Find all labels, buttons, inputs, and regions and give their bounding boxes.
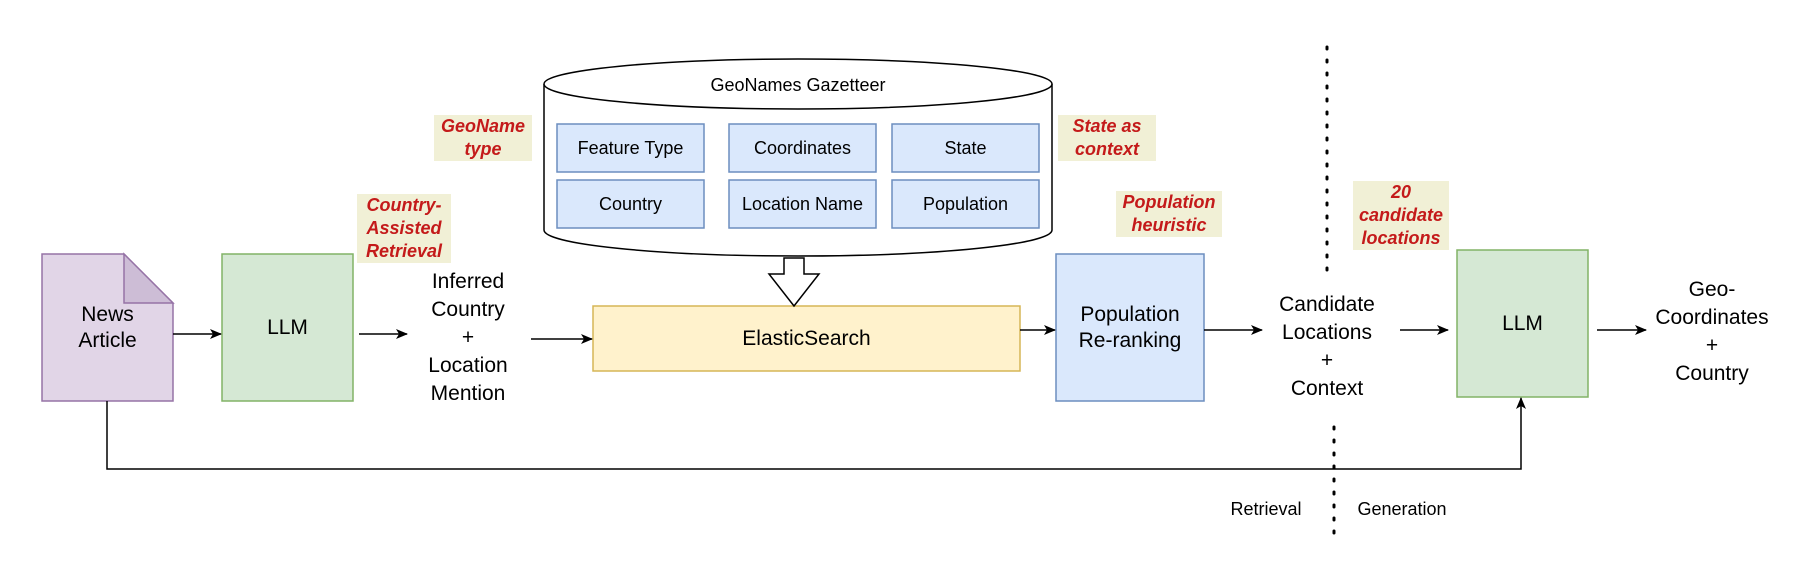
annotation-country-assisted-retrieval: Country- Assisted Retrieval — [357, 194, 451, 263]
field-cell-country — [556, 179, 705, 229]
inferred-country-location-label: Inferred Country + Location Mention — [428, 269, 508, 405]
field-state: State — [944, 137, 987, 158]
field-cell-state — [891, 123, 1040, 173]
elasticsearch-box — [592, 305, 1021, 372]
llm-box-1 — [221, 253, 354, 402]
annotation-state-as-context: State as context — [1058, 115, 1156, 161]
annotation-geoname-type: GeoName type — [434, 115, 532, 161]
field-population: Population — [922, 193, 1009, 214]
population-reranking-box — [1055, 253, 1205, 402]
gazetteer-title: GeoNames Gazetteer — [710, 74, 886, 95]
field-country: Country — [598, 193, 663, 214]
news-article-label: News Article — [78, 303, 137, 352]
field-coordinates: Coordinates — [753, 137, 852, 158]
gazetteer-down-arrow — [767, 257, 821, 308]
field-cell-population — [891, 179, 1040, 229]
stage-label-retrieval: Retrieval — [1230, 498, 1302, 519]
llm-label-1: LLM — [267, 315, 308, 339]
news-article-fold — [123, 252, 175, 304]
elasticsearch-label: ElasticSearch — [742, 326, 871, 350]
field-location-name: Location Name — [741, 193, 864, 214]
arrow-article-bypass-to-llm — [106, 397, 1526, 470]
annotation-20-candidate-locations: 20 candidate locations — [1353, 181, 1449, 250]
llm-label-2: LLM — [1502, 311, 1543, 335]
field-feature-type: Feature Type — [577, 137, 684, 158]
stage-label-generation: Generation — [1357, 498, 1447, 519]
population-reranking-label: Population Re-ranking — [1078, 303, 1182, 352]
candidate-locations-label: Candidate Locations + Context — [1279, 293, 1375, 400]
field-cell-feature-type — [556, 123, 705, 173]
output-geo-coordinates-label: Geo- Coordinates + Country — [1655, 278, 1769, 385]
annotation-population-heuristic: Population heuristic — [1116, 191, 1222, 237]
field-cell-location-name — [728, 179, 877, 229]
gazetteer-cylinder-top — [543, 58, 1053, 110]
field-cell-coordinates — [728, 123, 877, 173]
